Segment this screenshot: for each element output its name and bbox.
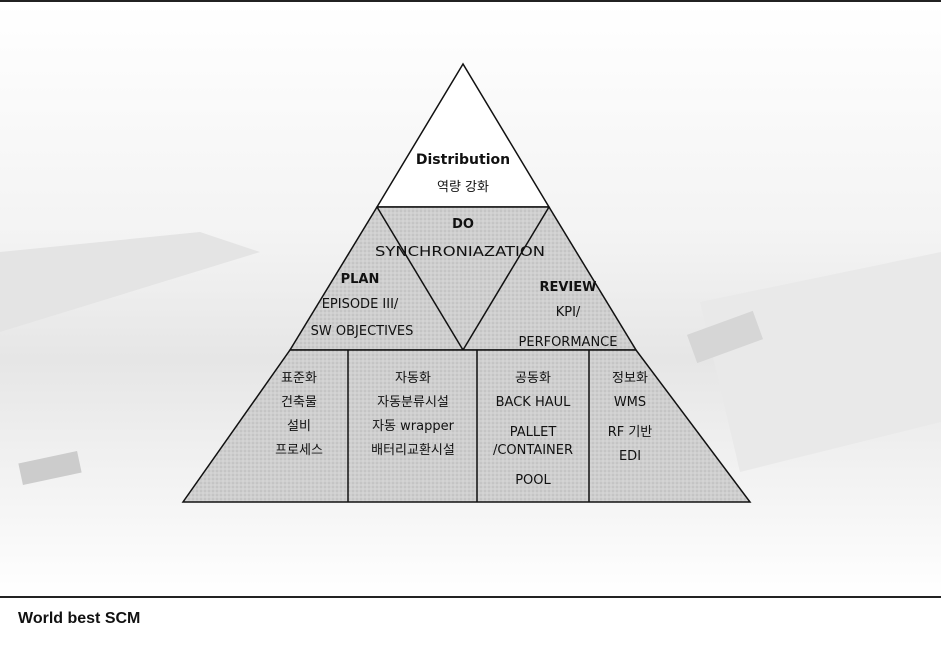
pyramid-bottom-band — [181, 349, 752, 503]
col-standardization-title: 표준화 — [281, 371, 317, 386]
col-informatization-title: 정보화 — [612, 371, 648, 386]
caption-divider — [0, 596, 941, 598]
col-automation-title: 자동화 — [395, 371, 431, 386]
col-collaboration-item: BACK HAUL — [496, 395, 572, 410]
background-road-left — [0, 232, 260, 332]
divider-do-review — [462, 206, 550, 351]
col-standardization-item: 프로세스 — [275, 443, 323, 458]
background-truck-right — [686, 310, 764, 364]
divider-plan-do — [376, 206, 464, 351]
col-collaboration-item: /CONTAINER — [493, 443, 573, 458]
distribution-title: Distribution — [416, 152, 510, 168]
review-line-2: PERFORMANCE — [519, 335, 618, 350]
plan-title: PLAN — [341, 272, 380, 287]
plan-line-2: SW OBJECTIVES — [311, 324, 414, 339]
do-title: DO — [452, 217, 474, 232]
review-line-1: KPI/ — [556, 305, 581, 320]
background-truck-left — [18, 451, 82, 485]
col-standardization-item: 설비 — [287, 419, 311, 434]
figure-caption: World best SCM — [18, 610, 141, 627]
col-collaboration-item: PALLET — [510, 425, 557, 440]
review-title: REVIEW — [539, 280, 596, 295]
col-automation-item: 배터리교환시설 — [371, 443, 455, 458]
diagram-area: Distribution 역량 강화 DO SYNCHRONIAZATION P… — [0, 0, 941, 598]
col-standardization-item: 건축물 — [281, 395, 317, 410]
distribution-subtitle: 역량 강화 — [437, 180, 489, 195]
col-collaboration-item: POOL — [515, 473, 551, 488]
col-informatization-item: EDI — [619, 449, 641, 464]
scm-pyramid-diagram: Distribution 역량 강화 DO SYNCHRONIAZATION P… — [0, 2, 941, 598]
plan-line-1: EPISODE III/ — [322, 297, 399, 312]
background-road-right — [700, 252, 941, 472]
col-informatization-item: RF 기반 — [608, 425, 653, 440]
do-subtitle: SYNCHRONIAZATION — [375, 245, 545, 260]
col-collaboration-title: 공동화 — [515, 371, 551, 386]
col-informatization-item: WMS — [614, 395, 646, 410]
col-automation-item: 자동분류시설 — [377, 395, 449, 410]
col-automation-item: 자동 wrapper — [372, 419, 454, 434]
